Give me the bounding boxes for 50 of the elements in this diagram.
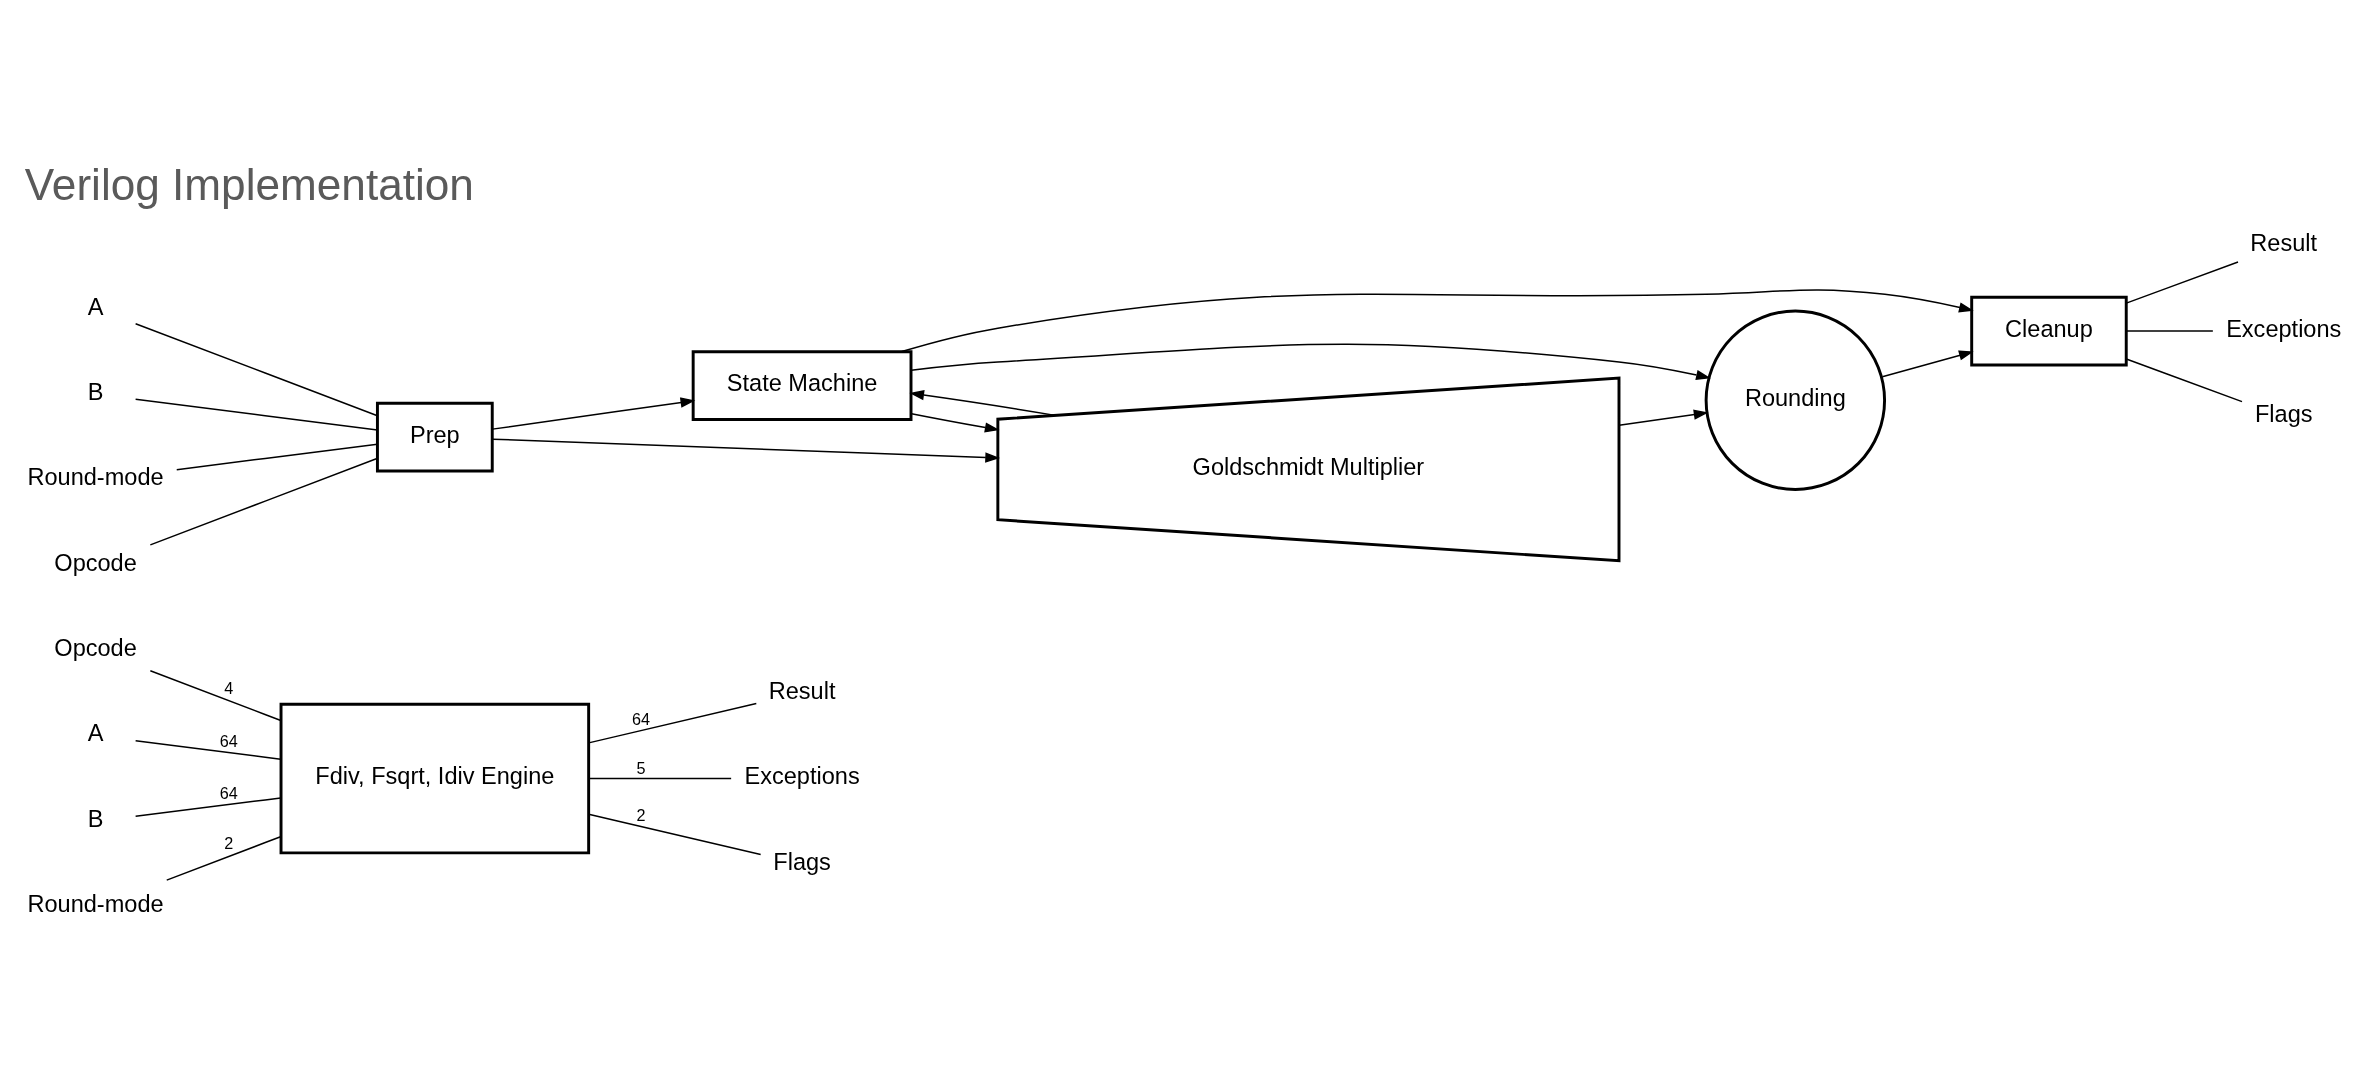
- node-text: B: [87, 378, 104, 405]
- edge-label: 64: [219, 732, 238, 751]
- edge-label: 64: [631, 710, 650, 729]
- node-circle: Rounding: [1704, 309, 1887, 491]
- arrow: [1881, 350, 1974, 378]
- node-text: Opcode: [54, 549, 137, 576]
- arrow: [491, 397, 696, 430]
- arrow: [1618, 409, 1709, 426]
- arrow: [910, 343, 1711, 381]
- connector: [587, 777, 732, 780]
- node-text: B: [87, 805, 104, 832]
- node-text: Opcode: [54, 635, 137, 662]
- connector: [166, 836, 282, 881]
- node-box: State Machine: [691, 350, 913, 421]
- node-text: Flags: [2254, 401, 2313, 428]
- node-box: Goldschmidt Multiplier: [996, 376, 1621, 563]
- node-text: Exceptions: [744, 763, 860, 790]
- node-text: Exceptions: [2226, 315, 2342, 342]
- node-text: Round-mode: [27, 891, 164, 918]
- connector: [149, 457, 378, 546]
- edge-label: 2: [636, 805, 646, 824]
- connector: [134, 398, 379, 431]
- arrow: [909, 389, 1057, 417]
- node-text: Flags: [773, 848, 831, 875]
- connector: [587, 813, 762, 856]
- connector: [2125, 330, 2214, 332]
- node-text: Round-mode: [27, 464, 164, 491]
- node-text: A: [87, 720, 104, 747]
- connector: [587, 702, 758, 744]
- connector: [176, 443, 379, 471]
- connector: [149, 670, 282, 722]
- edge-label: 2: [224, 833, 234, 852]
- node-box: Prep: [375, 401, 494, 473]
- node-text: Result: [768, 677, 836, 704]
- connector: [134, 797, 282, 818]
- node-text: Result: [2250, 230, 2318, 257]
- edge-label: 64: [219, 783, 238, 802]
- node-box: Cleanup: [1970, 295, 2128, 367]
- arrow: [901, 289, 1974, 353]
- connector: [134, 322, 379, 417]
- node-box: Fdiv, Fsqrt, Idiv Engine: [279, 702, 591, 855]
- edge-label: 4: [224, 679, 234, 698]
- arrow: [492, 438, 1000, 463]
- connector: [134, 740, 282, 760]
- connector: [2125, 261, 2239, 304]
- connector: [2125, 358, 2243, 403]
- arrow: [910, 413, 1000, 433]
- node-text: A: [87, 293, 104, 320]
- diagram-title: Verilog Implementation: [24, 160, 474, 210]
- edge-label: 5: [636, 758, 646, 777]
